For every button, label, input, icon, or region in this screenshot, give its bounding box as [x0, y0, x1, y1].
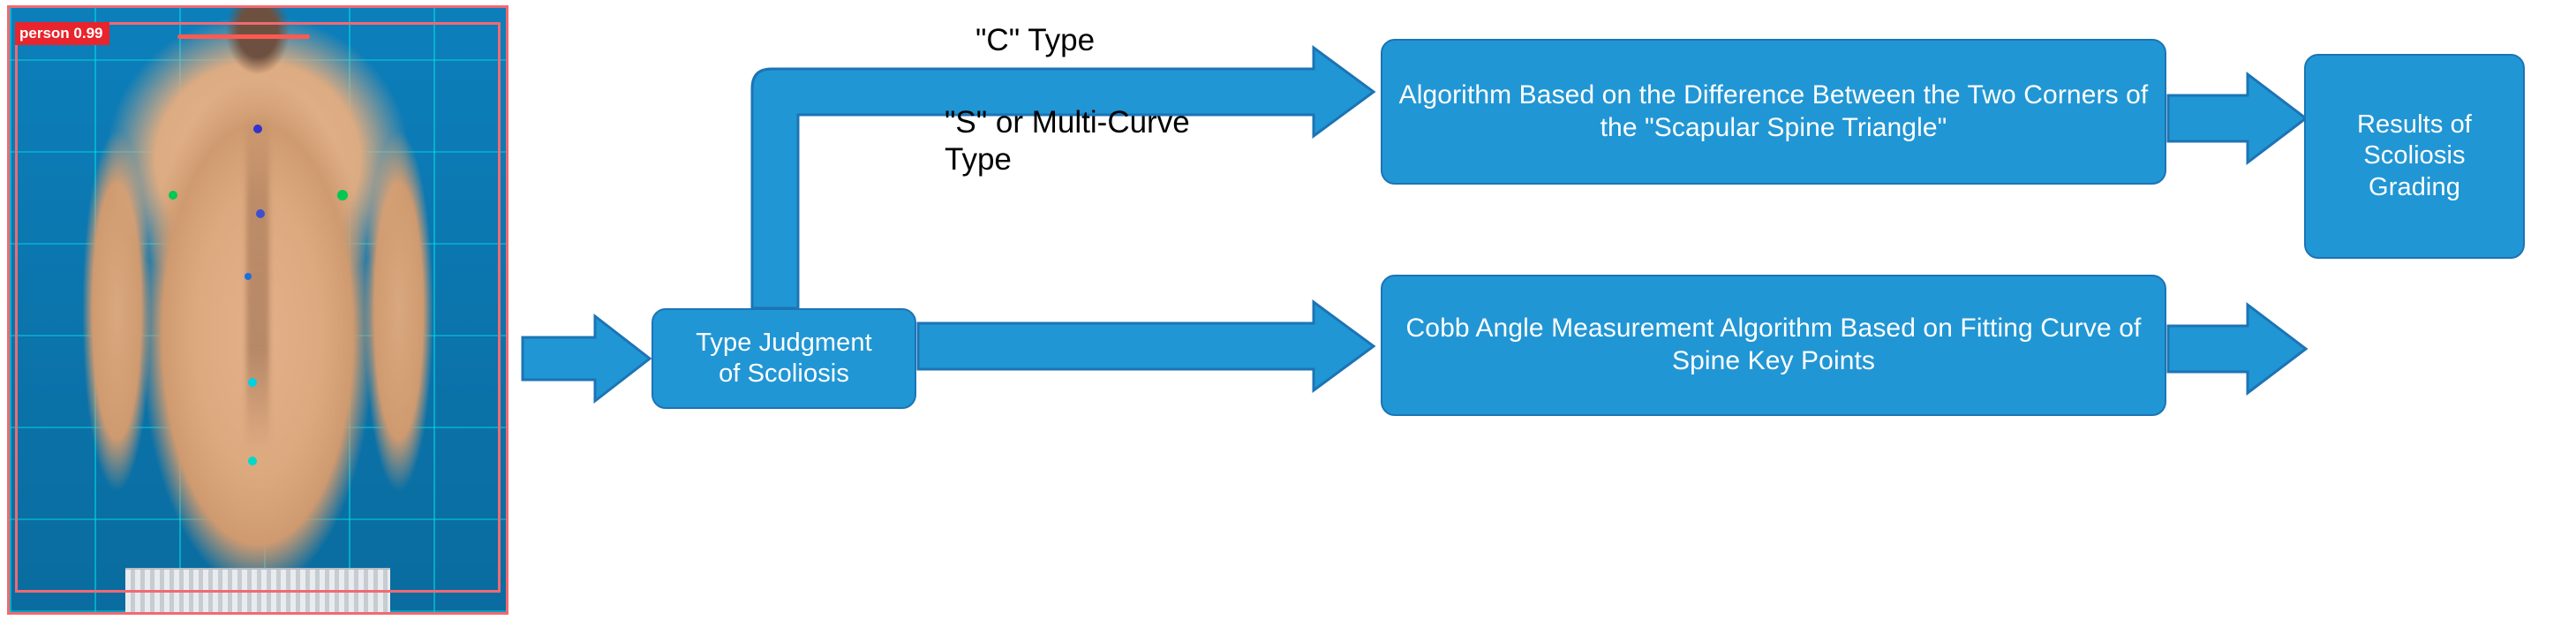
shoulder-reference-line [177, 34, 310, 39]
arrow-image-to-judgment [521, 313, 652, 405]
arrow-cobb-to-results [2166, 301, 2309, 397]
edge-label-c-type: "C" Type [975, 23, 1096, 57]
spine-midline-shadow [246, 114, 269, 450]
node-algorithm-cobb-angle-fitting-curve[interactable]: Cobb Angle Measurement Algorithm Based o… [1381, 275, 2166, 416]
keypoint-spine-mid [255, 208, 265, 218]
node-type-judgment[interactable]: Type Judgment of Scoliosis [652, 308, 916, 409]
node-results-of-scoliosis-grading[interactable]: Results of Scoliosis Grading [2304, 54, 2525, 259]
keypoint-spine-lumbar [248, 378, 258, 388]
arrow-judgment-to-cobb [916, 299, 1376, 393]
node-algorithm-scapular-corner-difference[interactable]: Algorithm Based on the Difference Betwee… [1381, 39, 2166, 185]
edge-label-s-or-multi-curve-type: "S" or Multi-Curve Type [945, 105, 1190, 177]
arrow-corner-to-results [2166, 71, 2309, 166]
patient-back-torso [72, 8, 443, 591]
keypoint-spine-lower-thorax [244, 273, 252, 281]
detection-label: person 0.99 [15, 22, 109, 45]
keypoint-spine-sacral [248, 457, 258, 465]
keypoint-scapula-left [169, 191, 178, 200]
keypoint-scapula-right [336, 190, 348, 201]
keypoint-spine-upper [253, 124, 262, 133]
waistband [125, 568, 390, 612]
detection-image-panel: person 0.99 [7, 5, 508, 615]
